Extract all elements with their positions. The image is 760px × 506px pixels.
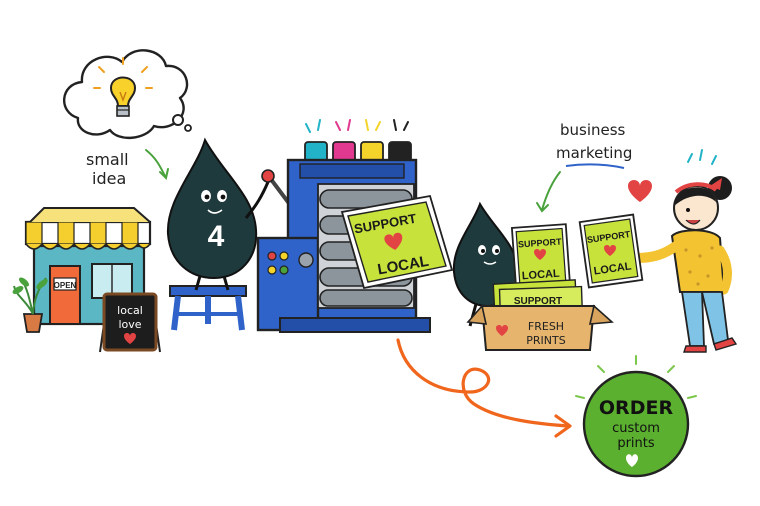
- order-label-line1: ORDER: [599, 397, 674, 419]
- small-idea-arrow-icon: [145, 149, 166, 177]
- order-label-line3: prints: [617, 436, 655, 451]
- order-button[interactable]: [582, 370, 690, 478]
- girl-poster: [578, 213, 644, 289]
- girl-poster-text-line2: LOCAL: [593, 260, 632, 277]
- stool: [169, 285, 247, 331]
- ink-drop-mascot: [166, 137, 270, 291]
- business-arrow-icon: [541, 171, 561, 211]
- heart-icon: [626, 454, 638, 467]
- open-sign: OPEN: [54, 281, 77, 290]
- badge-sparkles: [575, 355, 697, 399]
- held-poster-text-line2: LOCAL: [521, 268, 560, 283]
- chalkboard-sign: [99, 292, 161, 353]
- fresh-prints-box: [466, 279, 614, 351]
- box-label-line2: PRINTS: [526, 334, 565, 347]
- small-idea-label-line2: idea: [92, 169, 126, 188]
- business-label-line1: business: [560, 121, 626, 139]
- mascot-number: 4: [208, 220, 225, 253]
- held-poster-text-line1: SUPPORT: [518, 236, 563, 249]
- small-idea-label-line1: small: [86, 150, 129, 169]
- chalkboard-text-line2: love: [118, 318, 141, 331]
- lightbulb-icon: [93, 57, 153, 117]
- business-label-line2: marketing: [556, 144, 632, 162]
- chalkboard-text-line1: local: [117, 304, 143, 317]
- order-label-line2: custom: [612, 421, 660, 436]
- box-poster-text: SUPPORT: [514, 296, 562, 307]
- arrow-icon: [396, 338, 570, 428]
- potted-plant: [12, 277, 48, 333]
- girl-customer: [631, 176, 738, 353]
- box-label-line1: FRESH: [528, 320, 564, 333]
- support-local-poster: [340, 194, 454, 290]
- heart-icon: [628, 180, 652, 202]
- heart-icon: [124, 333, 136, 344]
